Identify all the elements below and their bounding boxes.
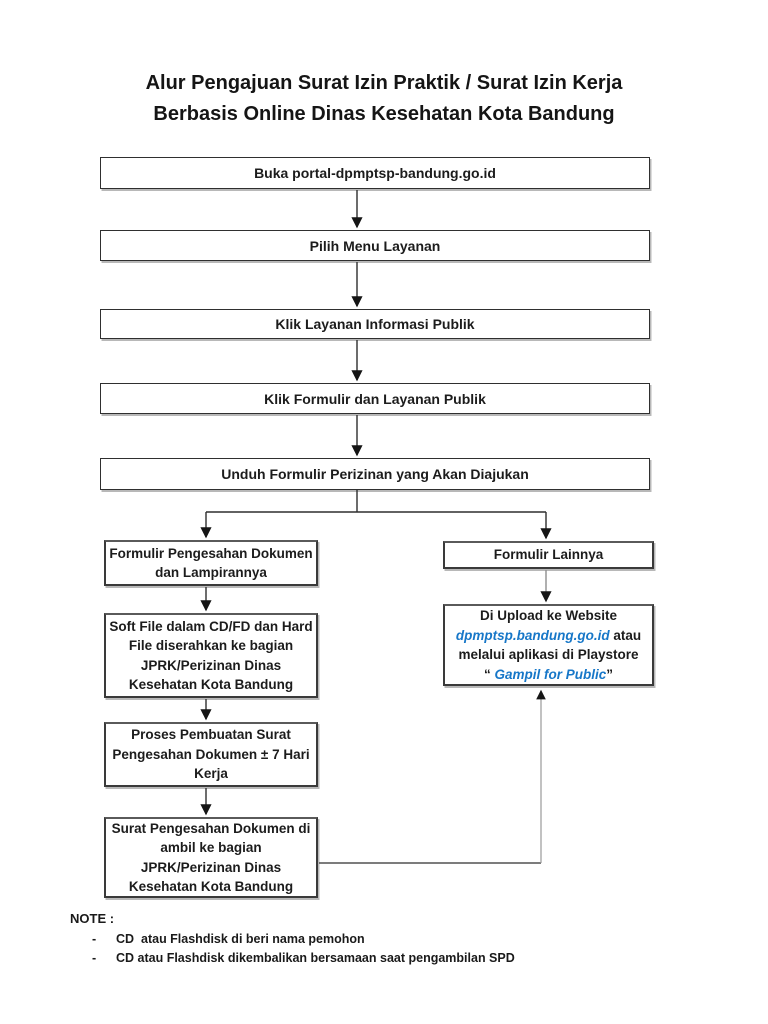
website-link-text: dpmptsp.bandung.go.id — [455, 627, 610, 643]
branch-box-surat-pengesahan: Surat Pengesahan Dokumen di ambil ke bag… — [104, 817, 318, 898]
note-section: NOTE : - CD atau Flashdisk di beri nama … — [70, 911, 690, 968]
upload-text-line4: “ Gampil for Public” — [484, 665, 613, 685]
branch-label: Surat Pengesahan Dokumen di ambil ke bag… — [111, 820, 311, 895]
quote-close: ” — [606, 666, 614, 682]
step-box-unduh-formulir: Unduh Formulir Perizinan yang Akan Diaju… — [100, 458, 650, 490]
upload-text-line3: melalui aplikasi di Playstore — [458, 647, 639, 662]
branch-box-upload-website: Di Upload ke Website dpmptsp.bandung.go.… — [443, 604, 654, 686]
step-box-formulir-layanan: Klik Formulir dan Layanan Publik — [100, 383, 650, 414]
branch-label: Proses Pembuatan Surat Pengesahan Dokume… — [112, 727, 310, 782]
note-bullet-dash: - — [92, 932, 97, 946]
page-title: Alur Pengajuan Surat Izin Praktik / Sura… — [40, 68, 728, 130]
step-label: Unduh Formulir Perizinan yang Akan Diaju… — [221, 466, 529, 482]
step-label: Buka portal-dpmptsp-bandung.go.id — [254, 165, 496, 181]
note-item-text: CD atau Flashdisk dikembalikan bersamaan… — [116, 951, 515, 965]
page-title-line2: Berbasis Online Dinas Kesehatan Kota Ban… — [153, 103, 615, 125]
link-suffix: atau — [609, 627, 642, 643]
quote-open: “ — [483, 666, 495, 682]
branch-label: Soft File dalam CD/FD dan Hard File dise… — [109, 618, 313, 693]
note-bullet-dash: - — [92, 951, 97, 965]
app-name-text: Gampil for Public — [494, 666, 607, 682]
branch-label: Formulir Pengesahan Dokumen dan Lampiran… — [109, 545, 313, 581]
note-item: - CD atau Flashdisk di beri nama pemohon — [70, 930, 690, 949]
note-heading: NOTE : — [70, 911, 115, 926]
page-title-line1: Alur Pengajuan Surat Izin Praktik / Sura… — [145, 72, 623, 94]
step-label: Klik Layanan Informasi Publik — [275, 316, 475, 332]
upload-text-line1: Di Upload ke Website — [479, 608, 618, 623]
note-item: - CD atau Flashdisk dikembalikan bersama… — [70, 949, 690, 968]
upload-text-line2: dpmptsp.bandung.go.id atau — [456, 626, 641, 646]
branch-box-softfile: Soft File dalam CD/FD dan Hard File dise… — [104, 613, 318, 698]
branch-box-proses-pembuatan: Proses Pembuatan Surat Pengesahan Dokume… — [104, 722, 318, 787]
step-box-layanan-informasi: Klik Layanan Informasi Publik — [100, 309, 650, 339]
step-label: Pilih Menu Layanan — [309, 237, 441, 254]
branch-label: Formulir Lainnya — [493, 547, 604, 563]
step-box-open-portal: Buka portal-dpmptsp-bandung.go.id — [100, 157, 650, 189]
step-label: Klik Formulir dan Layanan Publik — [264, 390, 486, 407]
note-item-text: CD atau Flashdisk di beri nama pemohon — [116, 932, 365, 946]
branch-box-formulir-lainnya: Formulir Lainnya — [443, 541, 654, 569]
step-box-pilih-menu: Pilih Menu Layanan — [100, 230, 650, 261]
branch-box-formulir-pengesahan: Formulir Pengesahan Dokumen dan Lampiran… — [104, 540, 318, 586]
